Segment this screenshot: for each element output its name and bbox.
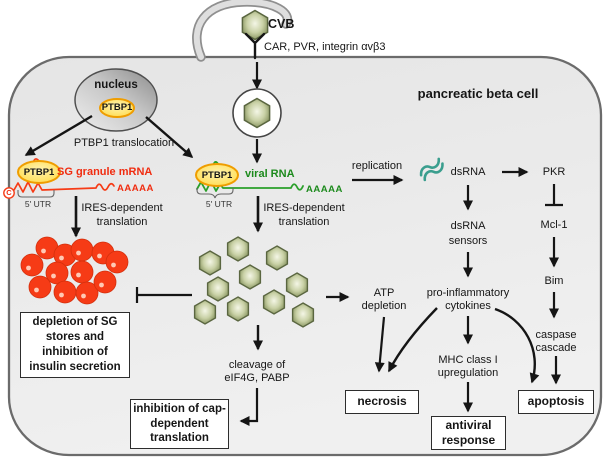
necrosis-box: necrosis bbox=[345, 390, 419, 414]
cleavage-label: cleavage of eIF4G, PABP bbox=[224, 359, 290, 385]
tbar-sg-inhibition bbox=[135, 287, 192, 303]
receptor-label: CAR, PVR, integrin αvβ3 bbox=[264, 41, 386, 53]
mcl1-label: Mcl-1 bbox=[540, 219, 568, 231]
receptor-y-icon bbox=[244, 32, 266, 60]
apoptosis-box: apoptosis bbox=[518, 390, 594, 414]
dsrna-sensors-label: dsRNA sensors bbox=[448, 220, 488, 247]
tbar-pkr-mcl1 bbox=[545, 184, 563, 207]
mhc-label: MHC class I upregulation bbox=[437, 354, 499, 379]
sg-mrna-label: SG granule mRNA bbox=[57, 166, 153, 178]
ptbp1-nucleus-ellipse bbox=[99, 98, 135, 118]
sg-depletion-box: depletion of SG stores and inhibition of… bbox=[20, 312, 130, 378]
ptbp1-viral-label: PTBP1 bbox=[201, 170, 233, 181]
viral-5utr-brace bbox=[196, 188, 234, 199]
arrow-cytokines-to-necrosis bbox=[387, 307, 438, 373]
ptbp1-sg-label: PTBP1 bbox=[23, 167, 55, 178]
cell-title: pancreatic beta cell bbox=[417, 86, 539, 101]
arrow-translocation-left bbox=[24, 114, 93, 157]
virus-entry-cup-icon bbox=[192, 0, 293, 62]
dsrna-label: dsRNA bbox=[450, 166, 486, 178]
antiviral-response-box: antiviral response bbox=[431, 416, 506, 450]
caspase-cascade-label: caspase cascade bbox=[535, 329, 577, 355]
ptbp1-sg-ellipse bbox=[17, 160, 61, 184]
endosome-virus-hexagon-icon bbox=[243, 97, 271, 129]
viral-rna-label: viral RNA bbox=[245, 168, 295, 180]
bim-label: Bim bbox=[544, 275, 564, 287]
cytokines-label: pro-inflammatory cytokines bbox=[426, 287, 510, 313]
replication-label: replication bbox=[351, 160, 403, 172]
ptbp1-nucleus-label: PTBP1 bbox=[101, 102, 133, 113]
atp-depletion-label: ATP depletion bbox=[361, 287, 407, 313]
cvb-label: CVB bbox=[268, 17, 295, 31]
sg-utr-label: 5' UTR bbox=[24, 199, 52, 209]
mrna-cap-circle-icon bbox=[3, 187, 15, 199]
sg-ires-label: IRES-dependent translation bbox=[81, 202, 163, 228]
cell-membrane bbox=[7, 55, 603, 457]
sg-5utr-bracket bbox=[17, 190, 55, 198]
arrow-translocation-right bbox=[145, 116, 194, 158]
ptbp1-viral-ellipse bbox=[195, 163, 239, 187]
arrow-cleavage-to-capbox bbox=[239, 388, 259, 426]
arrow-cytokines-to-apoptosis bbox=[494, 307, 540, 384]
translocation-label: PTBP1 translocation bbox=[73, 137, 175, 149]
cap-inhibition-box: inhibition of cap-dependent translation bbox=[130, 399, 229, 449]
dsrna-squiggle-icon bbox=[419, 157, 444, 182]
sg-polya-label: AAAAA bbox=[117, 183, 154, 194]
viral-utr-label: 5' UTR bbox=[205, 199, 233, 209]
viral-ires-label: IRES-dependent translation bbox=[263, 202, 345, 228]
sg-cap-label: C bbox=[6, 188, 12, 197]
viral-polya-label: AAAAA bbox=[306, 184, 343, 195]
nucleus-label: nucleus bbox=[94, 79, 138, 91]
pkr-label: PKR bbox=[542, 166, 566, 178]
arrow-atp-to-necrosis bbox=[374, 316, 386, 373]
